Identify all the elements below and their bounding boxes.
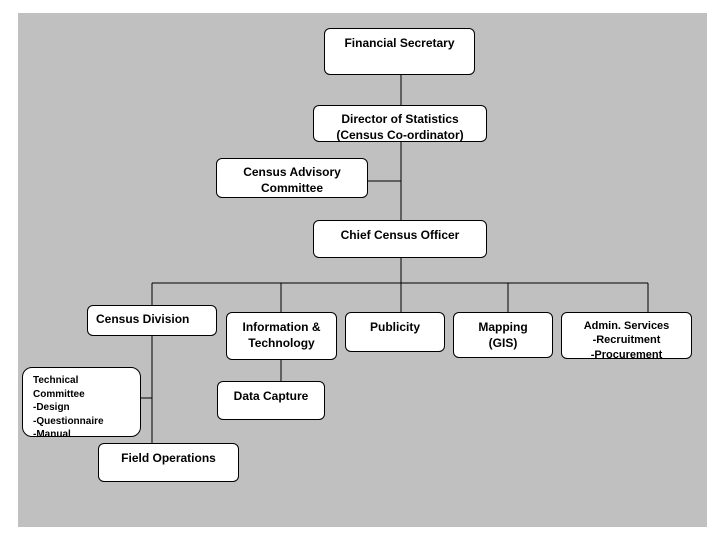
advisory-committee-box: Census Advisory Committee [216, 158, 368, 198]
data-capture-box: Data Capture [217, 381, 325, 420]
mapping-label: Mapping (GIS) [478, 320, 528, 350]
financial-secretary-label: Financial Secretary [344, 36, 455, 50]
financial-secretary-box: Financial Secretary [324, 28, 475, 75]
census-division-label: Census Division [96, 312, 190, 326]
admin-services-box: Admin. Services -Recruitment -Procuremen… [561, 312, 692, 361]
director-box: Director of Statistics (Census Co-ordina… [313, 105, 487, 142]
data-capture-label: Data Capture [233, 389, 309, 403]
census-division-box: Census Division [87, 305, 217, 336]
publicity-label: Publicity [369, 320, 420, 334]
diagram-canvas [18, 13, 707, 527]
it-box: Information & Technology [226, 312, 337, 360]
chief-census-officer-label: Chief Census Officer [340, 228, 460, 242]
director-label: Director of Statistics (Census Co-ordina… [336, 112, 464, 142]
publicity-box: Publicity [345, 312, 445, 352]
mapping-box: Mapping (GIS) [453, 312, 553, 358]
technical-committee-box: Technical Committee -Design -Questionnai… [22, 367, 141, 440]
field-operations-label: Field Operations [121, 451, 216, 465]
it-label: Information & Technology [242, 320, 321, 350]
field-operations-box: Field Operations [98, 443, 239, 482]
admin-services-label: Admin. Services -Recruitment -Procuremen… [583, 320, 670, 361]
chief-census-officer-box: Chief Census Officer [313, 220, 487, 258]
advisory-committee-label: Census Advisory Committee [243, 165, 341, 195]
technical-committee-label: Technical Committee -Design -Questionnai… [33, 375, 104, 440]
